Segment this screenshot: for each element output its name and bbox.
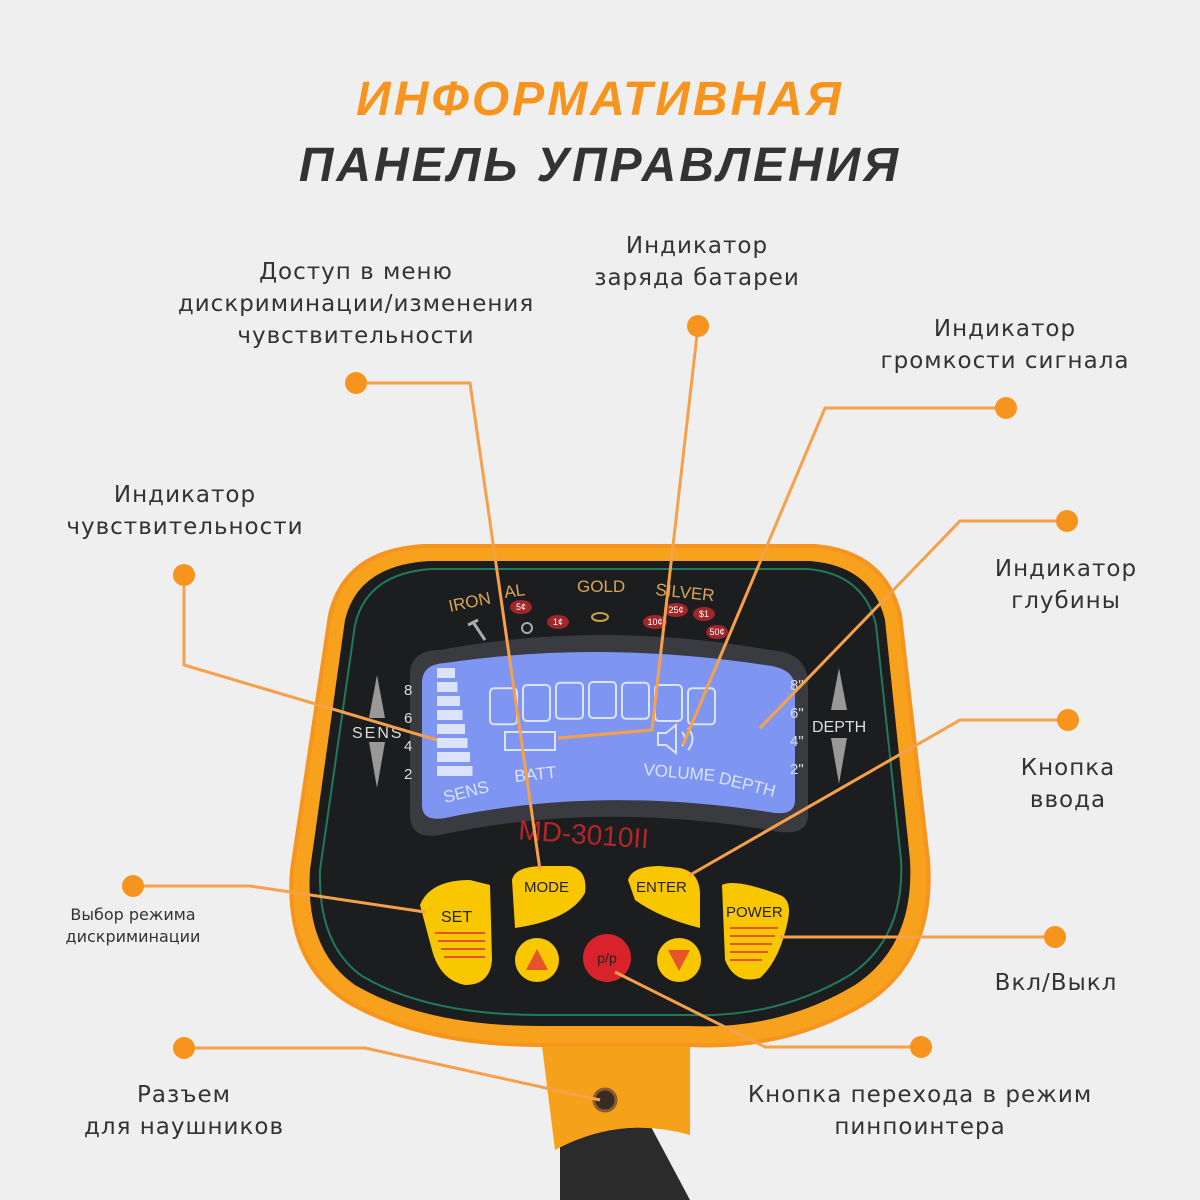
lcd-sensitivity-bars	[437, 668, 473, 776]
coin-1-dollar: $1	[699, 609, 709, 619]
callout-sensitivity: Индикатор чувствительности	[66, 479, 303, 543]
pinpoint-button[interactable]: p/p	[583, 934, 631, 982]
nail-icon	[467, 618, 487, 641]
callout-text: Вкл/Выкл	[994, 970, 1118, 996]
title-line-2: ПАНЕЛЬ УПРАВЛЕНИЯ	[298, 139, 902, 192]
sens-scale-6: 6	[404, 710, 412, 727]
callout-text: чувствительности	[237, 323, 475, 349]
sens-bar-segment	[437, 752, 470, 762]
handle-mount	[540, 1030, 690, 1150]
callout-text: глубины	[1011, 588, 1121, 614]
mode-button[interactable]: MODE	[512, 866, 586, 928]
sens-up-arrow	[369, 675, 385, 718]
callout-disc-mode: Выбор режима дискриминации	[66, 904, 201, 948]
sens-bar-segment	[437, 682, 458, 692]
sens-bar-segment	[437, 668, 455, 678]
key-icon	[521, 622, 533, 634]
digit-segment	[687, 687, 716, 726]
callout-dots	[122, 315, 1079, 1059]
ring-icon	[591, 612, 609, 622]
callout-lines	[133, 325, 1068, 1102]
digit-segment	[588, 681, 617, 719]
coin-50c: 50¢	[709, 627, 724, 637]
power-button-label: POWER	[726, 904, 783, 921]
callout-text: Индикатор	[625, 233, 769, 259]
callout-pinpointer: Кнопка перехода в режим пинпоинтера	[748, 1079, 1092, 1143]
callout-power: Вкл/Выкл	[995, 967, 1118, 999]
callout-enter: Кнопка ввода	[1021, 752, 1115, 816]
callout-text: дискриминации/изменения	[177, 291, 535, 317]
callout-text: чувствительности	[66, 514, 304, 540]
mode-button-label: MODE	[524, 879, 569, 896]
coin-5c: 5¢	[516, 602, 526, 612]
sens-bar-segment	[437, 766, 473, 776]
callout-text: пинпоинтера	[834, 1114, 1006, 1140]
digit-segment	[621, 681, 650, 720]
coin-25c: 25¢	[668, 605, 683, 615]
sens-bar-segment	[437, 710, 463, 720]
callout-text: Кнопка	[1020, 755, 1116, 781]
sens-scale-4: 4	[404, 738, 412, 755]
callout-text: заряда батареи	[594, 265, 800, 291]
up-triangle-icon	[526, 949, 548, 970]
gold-label: GOLD	[577, 577, 625, 596]
callout-text: Выбор режима	[70, 905, 196, 924]
callout-text: Индикатор	[994, 556, 1138, 582]
sens-side-label: SENS	[352, 725, 404, 742]
callout-text: Индикатор	[933, 316, 1077, 342]
callout-text: Доступ в меню	[259, 259, 453, 285]
callout-text: Индикатор	[113, 482, 257, 508]
depth-scale-4: 4"	[790, 733, 804, 750]
sens-bar-segment	[437, 724, 465, 734]
title-line-1: ИНФОРМАТИВНАЯ	[356, 73, 844, 126]
depth-side-label: DEPTH	[812, 719, 866, 736]
set-button[interactable]: SET	[420, 880, 492, 985]
callout-text: Разъем	[137, 1082, 231, 1108]
sens-bar-segment	[437, 738, 468, 748]
enter-button-label: ENTER	[636, 879, 687, 896]
callout-depth: Индикатор глубины	[995, 553, 1137, 617]
down-button[interactable]	[657, 938, 701, 982]
al-label: AL	[503, 580, 526, 602]
callout-text: ввода	[1029, 787, 1107, 813]
callout-menu-access: Доступ в меню дискриминации/изменения чу…	[178, 256, 534, 352]
battery-icon	[504, 731, 556, 751]
depth-scale-2: 2"	[790, 761, 804, 778]
callout-battery: Индикатор заряда батареи	[594, 230, 800, 294]
callout-text: громкости сигнала	[880, 348, 1130, 374]
sens-scale-8: 8	[404, 682, 412, 699]
set-button-label: SET	[441, 909, 472, 926]
depth-scale-6: 6"	[790, 705, 804, 722]
sens-bar-segment	[437, 696, 460, 706]
callout-text: дискриминации	[65, 927, 201, 946]
down-triangle-icon	[668, 950, 690, 971]
coin-1c: 1¢	[553, 617, 563, 627]
sens-scale-2: 2	[404, 766, 412, 783]
up-button[interactable]	[515, 938, 559, 982]
depth-scale-8: 8"	[790, 677, 804, 694]
callout-text: Кнопка перехода в режим	[747, 1082, 1093, 1108]
sens-down-arrow	[369, 742, 385, 788]
depth-down-arrow	[831, 738, 847, 784]
callout-headphones: Разъем для наушников	[84, 1079, 284, 1143]
callout-volume: Индикатор громкости сигнала	[881, 313, 1130, 377]
digit-segment	[555, 681, 584, 720]
power-button[interactable]: POWER	[722, 882, 789, 980]
enter-button[interactable]: ENTER	[628, 866, 700, 928]
pinpoint-button-label: p/p	[597, 950, 617, 966]
digit-segment	[522, 684, 551, 723]
coin-10c: 10¢	[647, 617, 662, 627]
depth-up-arrow	[831, 668, 847, 710]
handle-tube	[560, 1124, 690, 1200]
callout-text: для наушников	[83, 1114, 285, 1140]
panel-trim-line	[318, 568, 903, 1017]
